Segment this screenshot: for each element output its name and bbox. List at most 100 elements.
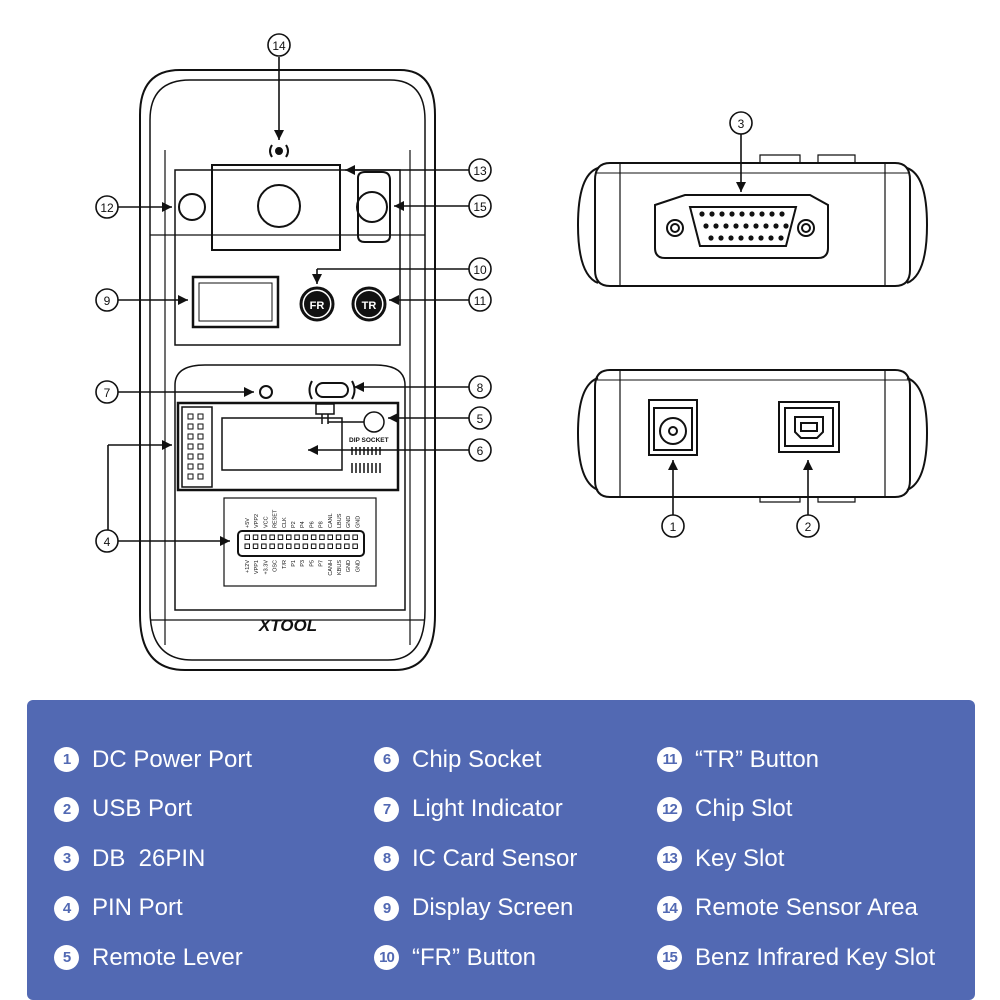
- device-front-view: FR TR: [139, 69, 436, 671]
- ic-card-sensor: [308, 380, 356, 400]
- legend-label: DB 26PIN: [92, 844, 206, 872]
- pin-hole: [244, 543, 250, 549]
- pin-hole: [277, 543, 284, 549]
- db26-pin: [749, 211, 755, 217]
- svg-text:14: 14: [272, 39, 286, 53]
- pin-bottom-label: +12V: [245, 560, 251, 573]
- db26-pin: [699, 211, 705, 217]
- pin-top-label: VCC: [263, 516, 269, 528]
- dc-power-port: [648, 399, 698, 456]
- pin-bottom-label: P5: [309, 560, 315, 567]
- svg-text:TR: TR: [362, 300, 377, 312]
- pin-top-label: P6: [309, 521, 315, 528]
- pin-hole: [352, 543, 358, 549]
- pin-hole: [277, 534, 284, 540]
- pin-hole: [335, 543, 342, 549]
- legend-label: Benz Infrared Key Slot: [695, 943, 936, 971]
- benz-infrared-key-slot: [357, 171, 391, 243]
- legend-item: 3 DB 26PIN: [54, 834, 354, 884]
- db26-pin: [713, 223, 719, 229]
- svg-text:8: 8: [477, 381, 484, 395]
- svg-text:3: 3: [738, 117, 745, 131]
- legend-item: 15 Benz Infrared Key Slot: [657, 933, 957, 983]
- number-badge-icon: 3: [54, 846, 79, 872]
- pin-bottom-label: P1: [291, 560, 297, 567]
- pin-bottom-label: OSC: [273, 560, 279, 572]
- number-badge-icon: 9: [374, 895, 399, 921]
- pin-port: [237, 530, 365, 557]
- db26-pin: [773, 223, 779, 229]
- fr-button: FR: [299, 286, 335, 322]
- db26-pin: [753, 223, 759, 229]
- svg-text:1: 1: [670, 520, 677, 534]
- db26-port: [654, 194, 829, 259]
- legend-label: Display Screen: [412, 894, 574, 922]
- db26-pin: [723, 223, 729, 229]
- chip-slot: [178, 193, 206, 221]
- svg-text:11: 11: [474, 294, 487, 308]
- legend-label: Remote Lever: [92, 943, 243, 971]
- pin-hole: [269, 543, 275, 549]
- db26-pin: [719, 211, 725, 217]
- legend-label: Chip Socket: [412, 745, 542, 773]
- legend-item: 1 DC Power Port: [54, 735, 354, 785]
- callout-5: 5: [468, 406, 492, 430]
- pin-hole: [244, 534, 250, 540]
- callout-9: 9: [95, 288, 119, 312]
- pin-bottom-label: P7: [319, 560, 325, 567]
- legend-label: “TR” Button: [695, 745, 820, 773]
- pin-hole: [352, 534, 358, 540]
- legend-label: Key Slot: [695, 844, 785, 872]
- pin-top-label: P8: [319, 521, 325, 528]
- pin-port-left-grid: [187, 413, 204, 480]
- remote-sensor-icon: [269, 144, 289, 158]
- pin-top-label: CANL: [328, 513, 334, 528]
- db26-pin: [759, 211, 765, 217]
- pin-bottom-label: KBUS: [337, 560, 343, 575]
- svg-text:13: 13: [473, 164, 487, 178]
- pin-top-label: GND: [346, 516, 352, 528]
- callout-10: 10: [468, 257, 492, 281]
- callout-12: 12: [95, 195, 119, 219]
- db26-pin: [763, 223, 769, 229]
- pin-hole: [335, 534, 342, 540]
- svg-text:6: 6: [477, 444, 484, 458]
- svg-text:FR: FR: [310, 300, 325, 312]
- pin-bottom-label: CANH: [328, 560, 334, 576]
- legend-label: USB Port: [92, 795, 193, 823]
- number-badge-icon: 4: [54, 895, 79, 921]
- dip-socket-label: DIP SOCKET: [349, 437, 389, 444]
- legend-label: DC Power Port: [92, 745, 253, 773]
- db26-pin: [729, 211, 735, 217]
- legend-label: Light Indicator: [412, 795, 563, 823]
- db26-pin: [778, 235, 784, 241]
- svg-text:12: 12: [100, 201, 114, 215]
- light-indicator: [259, 385, 273, 399]
- db26-pin: [783, 223, 789, 229]
- pin-hole: [286, 543, 292, 549]
- number-badge-icon: 7: [374, 796, 399, 822]
- key-slot: [211, 164, 341, 251]
- number-badge-icon: 10: [374, 945, 399, 971]
- number-badge-icon: 14: [657, 895, 682, 921]
- pin-bottom-label: P3: [300, 560, 306, 567]
- db26-pin: [758, 235, 764, 241]
- number-badge-icon: 8: [374, 846, 399, 872]
- callout-6: 6: [468, 438, 492, 462]
- pin-bottom-label: T/R: [282, 560, 288, 569]
- tr-button: TR: [351, 286, 387, 322]
- number-badge-icon: 6: [374, 747, 399, 773]
- pin-hole: [302, 543, 309, 549]
- leader-lines: [107, 57, 809, 542]
- number-badge-icon: 15: [657, 945, 682, 971]
- number-badge-icon: 13: [657, 846, 682, 872]
- callout-15: 15: [468, 194, 492, 218]
- number-badge-icon: 1: [54, 747, 79, 773]
- db26-pin: [739, 211, 745, 217]
- pin-hole: [344, 534, 350, 540]
- svg-text:10: 10: [473, 263, 487, 277]
- svg-text:2: 2: [805, 520, 812, 534]
